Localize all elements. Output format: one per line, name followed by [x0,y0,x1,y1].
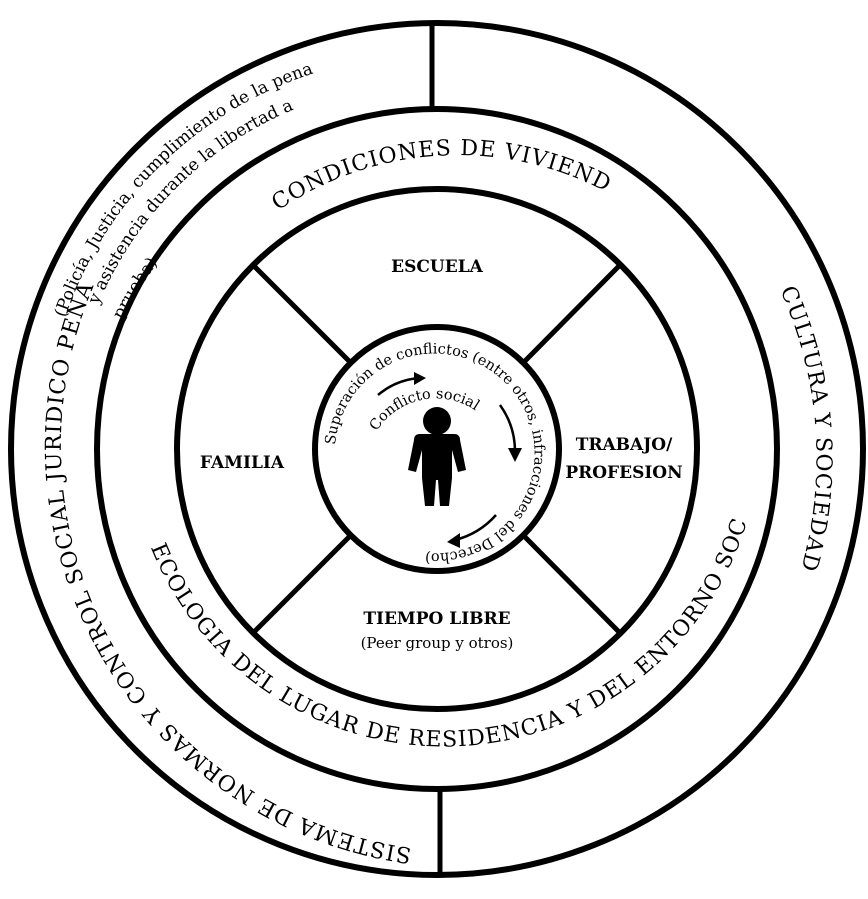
center-circle [312,324,562,574]
cycle-arrows [377,372,522,548]
middle-ring [94,106,780,792]
arrowhead-top [414,372,426,385]
spoke-top-right [522,263,622,364]
spoke-top-left [251,263,352,364]
sector-work-line1: TRABAJO/ [576,435,673,455]
arrowhead-right [508,448,522,462]
arrow-right [498,404,517,453]
sector-school: ESCUELA [391,257,484,277]
sector-family: FAMILIA [200,453,285,473]
culture-label: CULTURA Y SOCIEDAD [775,282,836,574]
person-icon [408,407,466,506]
sector-leisure-line1: TIEMPO LIBRE [363,609,510,629]
arrowhead-bottom [447,533,460,548]
legal-note-line1: (Policía, Justicia, cumplimiento de la p… [51,59,316,320]
spoke-bottom-right [522,534,622,635]
spoke-bottom-left [251,534,352,635]
outer-ring [8,20,866,878]
sector-ring [174,186,700,712]
sector-work-line2: PROFESION [565,463,682,483]
sector-leisure-line2: (Peer group y otros) [361,634,514,652]
